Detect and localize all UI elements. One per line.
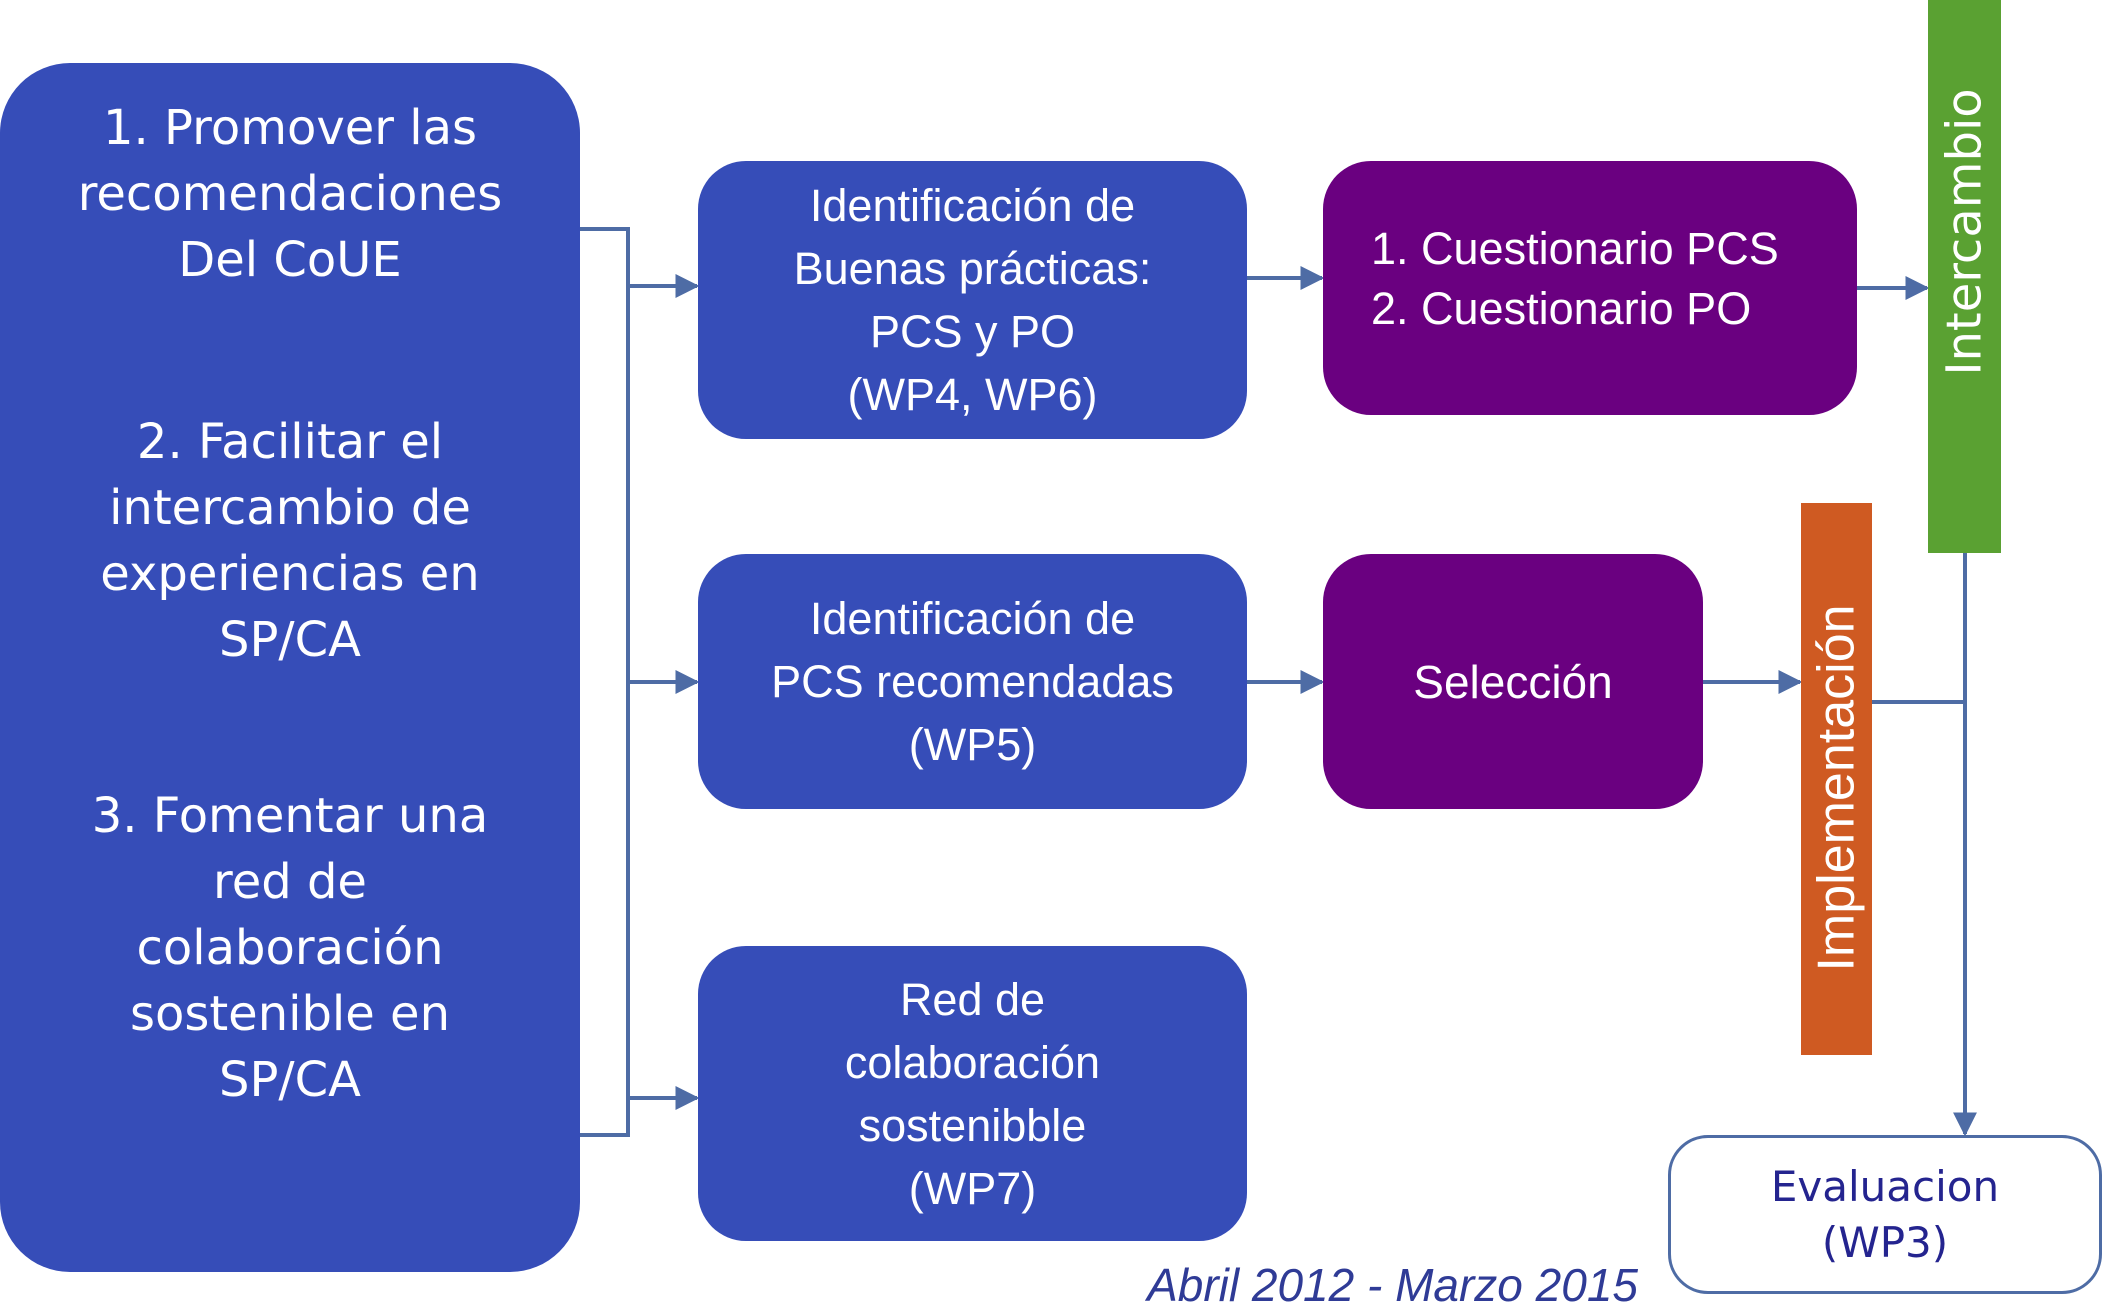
best-practices-line: (WP4, WP6) xyxy=(847,369,1098,420)
recommended-pcs-line: Identificación de xyxy=(809,593,1136,644)
exchange-bar: Intercambio xyxy=(1928,0,2001,553)
objective-1-line: recomendaciones xyxy=(77,166,503,222)
objective-2-line: experiencias en xyxy=(100,546,480,602)
objective-1-line: Del CoUE xyxy=(178,232,402,288)
best-practices-line: Identificación de xyxy=(809,180,1136,231)
objective-2: 2. Facilitar el intercambio de experienc… xyxy=(100,409,479,673)
objective-3-line: red de xyxy=(213,854,367,910)
objective-3-line: 3. Fomentar una xyxy=(91,788,489,844)
evaluation-title: Evaluacion xyxy=(1770,1161,2000,1211)
collaboration-network-line: colaboración xyxy=(844,1036,1101,1088)
questionnaire-po: 2. Cuestionario PO xyxy=(1371,283,1752,334)
objective-3-line: sostenible en xyxy=(129,986,451,1042)
objective-1-line: 1. Promover las xyxy=(102,100,477,156)
recommended-pcs-line: PCS recomendadas xyxy=(771,656,1174,707)
recommended-pcs-box: Identificación de PCS recomendadas (WP5) xyxy=(698,554,1247,809)
implementation-bar: Implementación xyxy=(1801,503,1872,1055)
objective-1: 1. Promover las recomendaciones Del CoUE xyxy=(78,95,503,293)
objective-2-line: SP/CA xyxy=(219,612,361,668)
objective-3-line: SP/CA xyxy=(219,1052,361,1108)
exchange-label: Intercambio xyxy=(1936,87,1993,376)
best-practices-line: PCS y PO xyxy=(869,306,1076,357)
goals-bracket-line xyxy=(580,227,630,1137)
objective-2-line: 2. Facilitar el xyxy=(136,414,444,470)
objective-3: 3. Fomentar una red de colaboración sost… xyxy=(92,783,489,1113)
selection-box: Selección xyxy=(1323,554,1703,809)
recommended-pcs-line: (WP5) xyxy=(908,719,1037,770)
best-practices-line: Buenas prácticas: xyxy=(793,243,1152,294)
best-practices-box: Identificación de Buenas prácticas: PCS … xyxy=(698,161,1247,439)
objective-2-line: intercambio de xyxy=(109,480,471,536)
objectives-box: 1. Promover las recomendaciones Del CoUE… xyxy=(0,63,580,1272)
selection-label: Selección xyxy=(1413,655,1613,708)
collaboration-network-line: Red de xyxy=(899,973,1046,1025)
evaluation-box: Evaluacion (WP3) xyxy=(1668,1135,2102,1294)
implementation-label: Implementación xyxy=(1807,604,1866,972)
collaboration-network-box: Red de colaboración sostenibble (WP7) xyxy=(698,946,1247,1241)
questionnaires-box: 1. Cuestionario PCS 2. Cuestionario PO xyxy=(1323,161,1857,415)
questionnaire-pcs: 1. Cuestionario PCS xyxy=(1371,223,1779,274)
collaboration-network-line: sostenibble xyxy=(858,1099,1087,1151)
evaluation-wp: (WP3) xyxy=(1821,1217,1949,1267)
collaboration-network-line: (WP7) xyxy=(908,1162,1037,1214)
date-range: Abril 2012 - Marzo 2015 xyxy=(1147,1259,1638,1311)
objective-3-line: colaboración xyxy=(136,920,444,976)
